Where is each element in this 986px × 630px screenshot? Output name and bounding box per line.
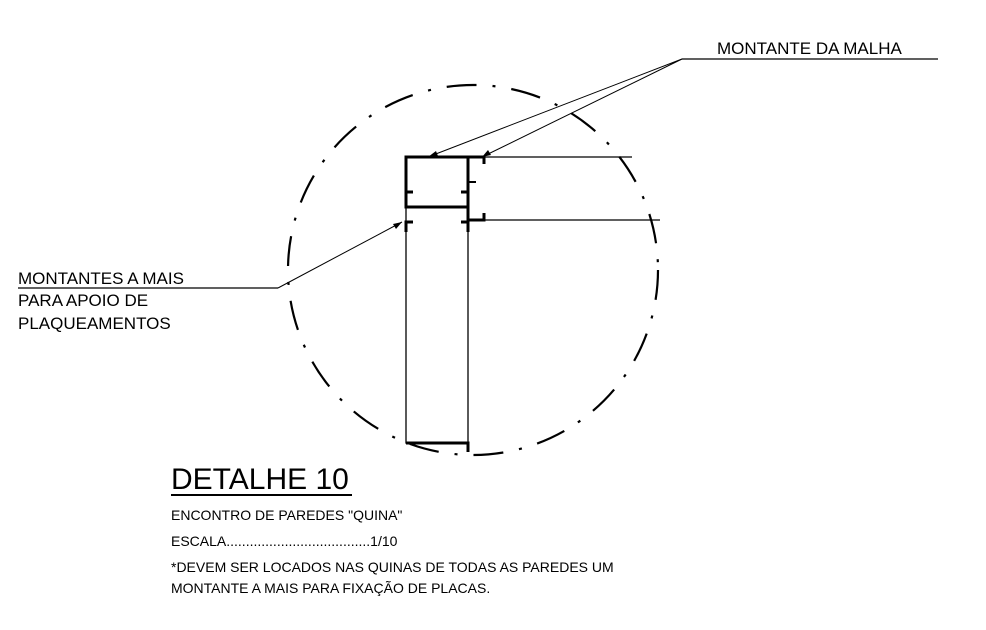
detail-boundary-circle (286, 83, 660, 457)
label-montantes-a-mais-line2: PARA APOIO DE (18, 291, 148, 310)
leader-line-left (277, 221, 403, 289)
leader-line-top-2 (481, 58, 683, 158)
detail-note-line2: MONTANTE A MAIS PARA FIXAÇÃO DE PLACAS. (171, 580, 490, 596)
label-montante-da-malha: MONTANTE DA MALHA (717, 39, 902, 58)
leader-arrow-left (393, 222, 402, 229)
detail-subtitle: ENCONTRO DE PAREDES "QUINA" (171, 507, 402, 523)
detail-note-line1: *DEVEM SER LOCADOS NAS QUINAS DE TODAS A… (171, 559, 614, 575)
label-montantes-a-mais-line1: MONTANTES A MAIS (18, 269, 184, 288)
extra-stud-lip-right (461, 220, 470, 232)
label-montantes-a-mais-line3: PLAQUEAMENTOS (18, 314, 171, 333)
leader-line-top-1 (427, 58, 683, 158)
leader-arrow-top-2 (482, 150, 491, 157)
wall-panel (405, 206, 469, 444)
leader-arrow-top-1 (428, 151, 438, 157)
corner-stud (404, 155, 470, 209)
corner-stud-lip-left (404, 185, 413, 194)
detail-scale: ESCALA..................................… (171, 533, 398, 549)
detail-title: DETALHE 10 (171, 463, 349, 496)
perpendicular-stud (466, 155, 486, 222)
bottom-track (406, 441, 470, 452)
extra-stud-lip-left (404, 220, 413, 232)
